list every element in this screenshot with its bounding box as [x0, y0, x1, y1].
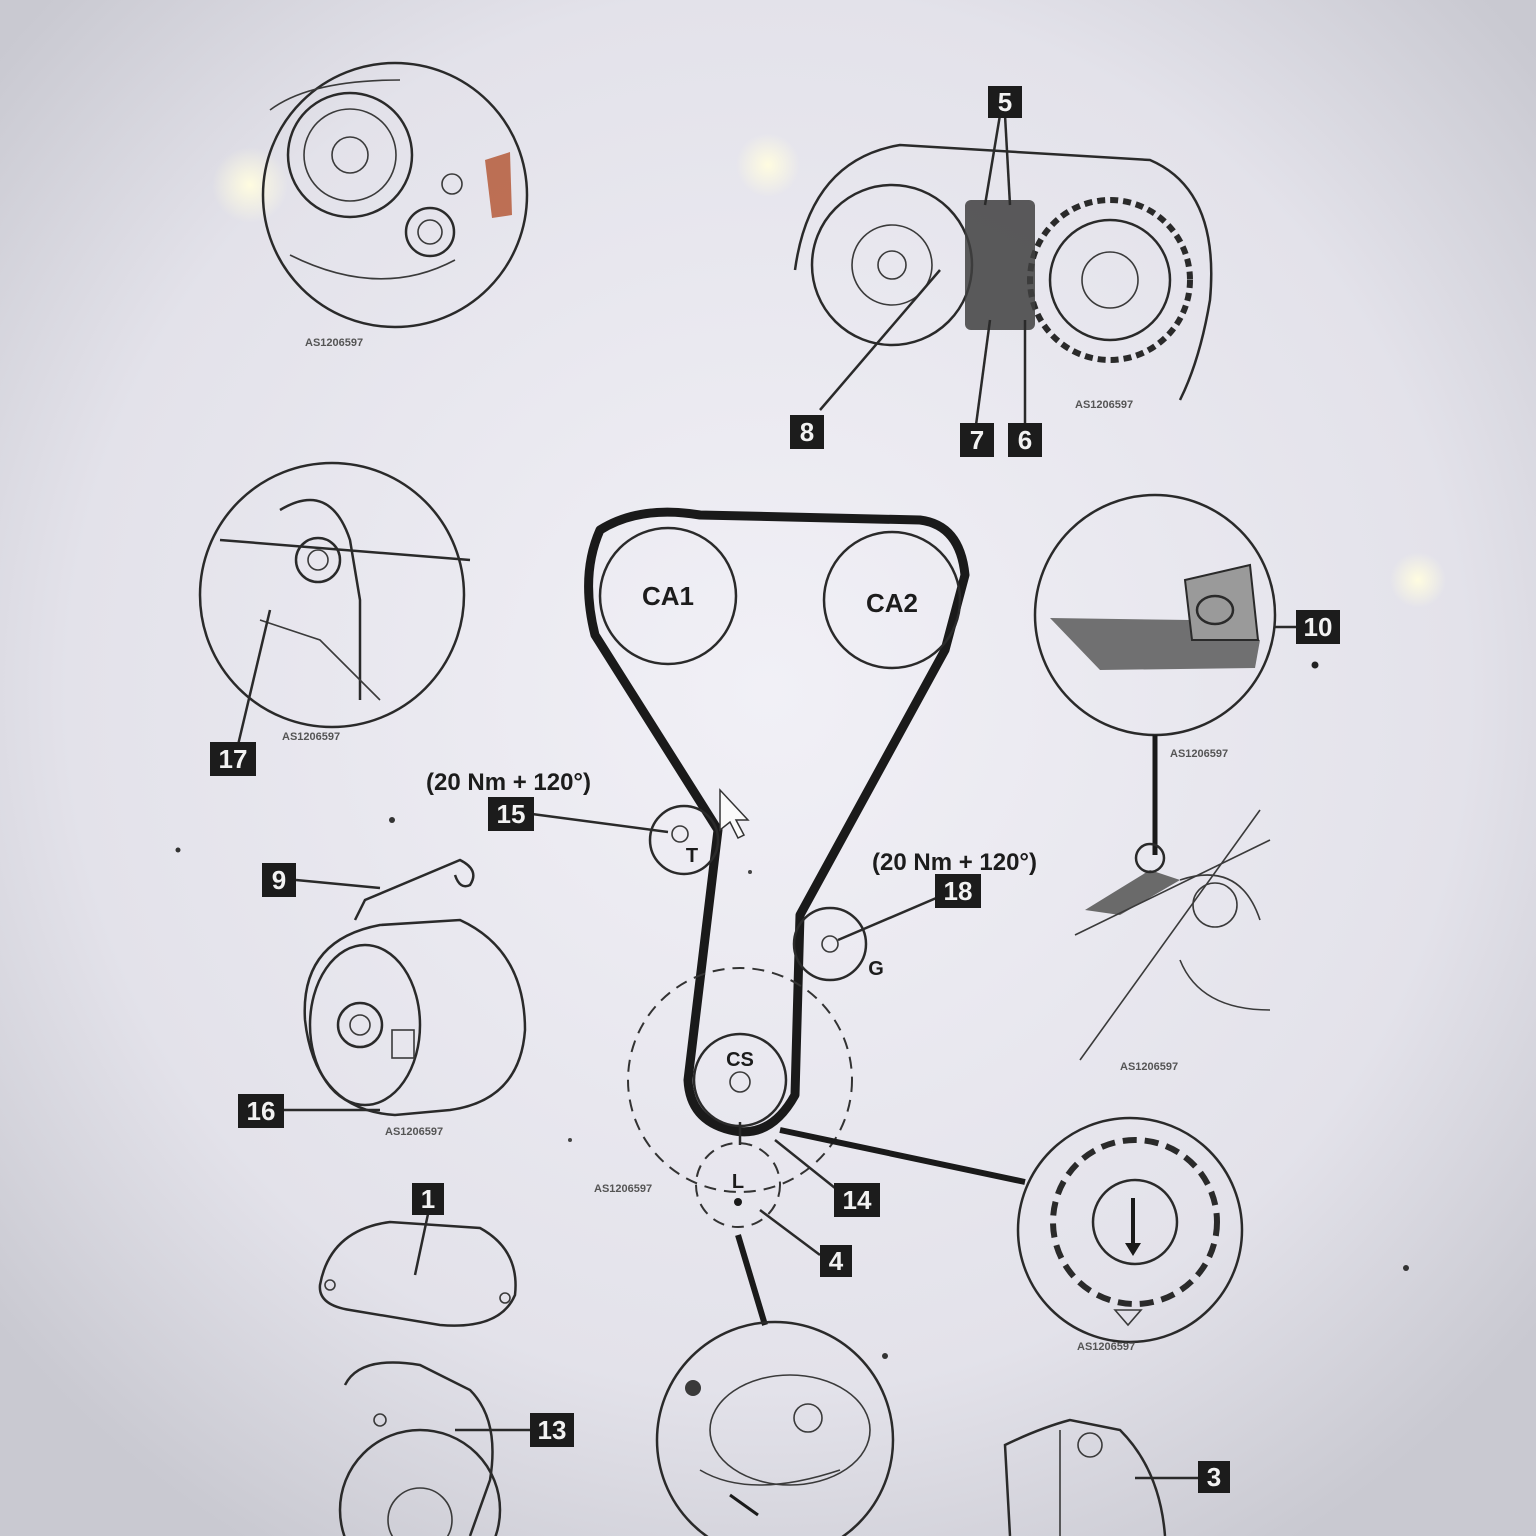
reference-code: AS1206597: [1120, 1061, 1178, 1073]
svg-text:6: 6: [1018, 425, 1032, 455]
callout-17: 17: [210, 742, 256, 776]
callout-6: 6: [1008, 423, 1042, 457]
svg-text:9: 9: [272, 865, 286, 895]
reference-code: AS1206597: [282, 731, 340, 743]
svg-text:CS: CS: [726, 1049, 754, 1071]
svg-text:CA1: CA1: [642, 581, 694, 611]
pulley-camshaft-2: CA2: [822, 530, 962, 670]
pulley-crankshaft: CS: [627, 967, 853, 1193]
callout-4: 4: [820, 1245, 852, 1277]
timing-belt: [584, 507, 970, 1137]
water-pump-part: [338, 1361, 530, 1536]
reference-code: AS1206597: [594, 1183, 652, 1195]
mouse-cursor: [719, 788, 750, 840]
svg-text:15: 15: [497, 799, 526, 829]
callout-1: 1: [412, 1183, 444, 1215]
timing-belt-layout: CA1 CA2 T G CS L: [531, 507, 1026, 1326]
callout-14: 14: [834, 1183, 880, 1217]
reference-code: AS1206597: [385, 1126, 443, 1138]
svg-text:CA2: CA2: [866, 588, 918, 618]
svg-text:18: 18: [944, 876, 973, 906]
svg-text:17: 17: [219, 744, 248, 774]
pulley-tensioner: T: [648, 804, 720, 876]
svg-text:13: 13: [538, 1415, 567, 1445]
reference-code: AS1206597: [1077, 1341, 1135, 1353]
timing-cover-part: [318, 1213, 517, 1327]
callout-3: 3: [1198, 1461, 1230, 1493]
svg-text:1: 1: [421, 1184, 435, 1214]
tensioner-assembly: AS1206597: [280, 858, 527, 1138]
svg-text:G: G: [868, 958, 884, 980]
light-reflection: [212, 147, 288, 223]
pulley-camshaft-1: CA1: [598, 526, 738, 666]
svg-text:8: 8: [800, 417, 814, 447]
pulley-idler: G: [792, 906, 884, 982]
callout-9: 9: [262, 863, 296, 897]
reference-code: AS1206597: [305, 337, 363, 349]
callout-16: 16: [238, 1094, 284, 1128]
pulley-lower: L: [695, 1142, 781, 1228]
detail-tensioner-closeup: AS1206597: [261, 61, 529, 349]
callout-10: 10: [1296, 610, 1340, 644]
torque-spec-15: (20 Nm + 120°): [426, 769, 591, 796]
detail-idler-bracket: AS1206597: [198, 461, 471, 746]
callout-18: 18: [935, 874, 981, 908]
reference-code: AS1206597: [1170, 748, 1228, 760]
callout-5: 5: [988, 86, 1022, 118]
light-reflection: [736, 133, 800, 197]
svg-text:T: T: [686, 845, 698, 867]
torque-spec-18: (20 Nm + 120°): [872, 849, 1037, 876]
tensioner-pulley-part: [1003, 1418, 1200, 1536]
light-reflection: [1390, 552, 1446, 608]
callout-7: 7: [960, 423, 994, 457]
svg-text:16: 16: [247, 1096, 276, 1126]
svg-text:L: L: [732, 1171, 744, 1193]
svg-text:10: 10: [1304, 612, 1333, 642]
svg-text:3: 3: [1207, 1462, 1221, 1492]
detail-tool-installed: AS1206597: [1074, 809, 1271, 1073]
detail-locking-tool: AS1206597: [1033, 493, 1300, 855]
callout-8: 8: [790, 415, 824, 449]
svg-text:7: 7: [970, 425, 984, 455]
callout-15: 15: [488, 797, 534, 831]
svg-text:5: 5: [998, 87, 1012, 117]
svg-text:4: 4: [829, 1246, 844, 1276]
detail-crank-pulley: [655, 1320, 895, 1536]
callout-13: 13: [530, 1413, 574, 1447]
detail-crank-gear: AS1206597: [1016, 1116, 1244, 1353]
svg-text:14: 14: [843, 1185, 872, 1215]
reference-code: AS1206597: [1075, 399, 1133, 411]
detail-camshaft-lock: AS1206597: [793, 114, 1213, 426]
